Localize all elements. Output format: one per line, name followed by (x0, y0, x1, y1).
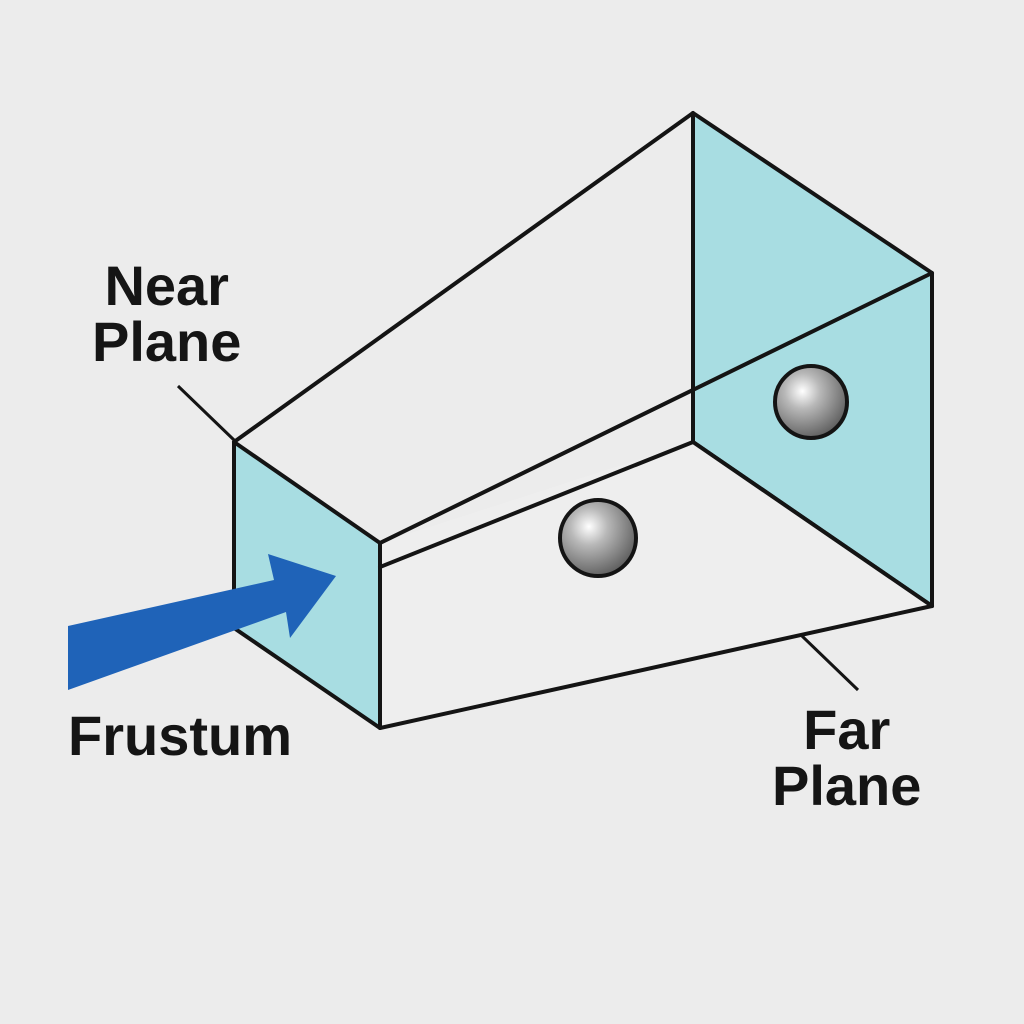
far-plane-label: Far Plane (772, 702, 921, 814)
near-plane-label-line1: Near (104, 254, 229, 317)
sphere-far (773, 364, 849, 440)
sphere-near (558, 498, 638, 578)
far-plane-leader (800, 634, 860, 692)
near-plane-label-line2: Plane (92, 310, 242, 373)
near-plane-label: Near Plane (92, 258, 241, 370)
near-plane-leader (176, 384, 236, 442)
frustum-edges (232, 111, 934, 730)
far-plane-label-line2: Plane (772, 754, 922, 817)
far-plane-label-line1: Far (803, 698, 891, 761)
view-direction-arrow (68, 554, 336, 690)
frustum-label: Frustum (68, 704, 292, 767)
